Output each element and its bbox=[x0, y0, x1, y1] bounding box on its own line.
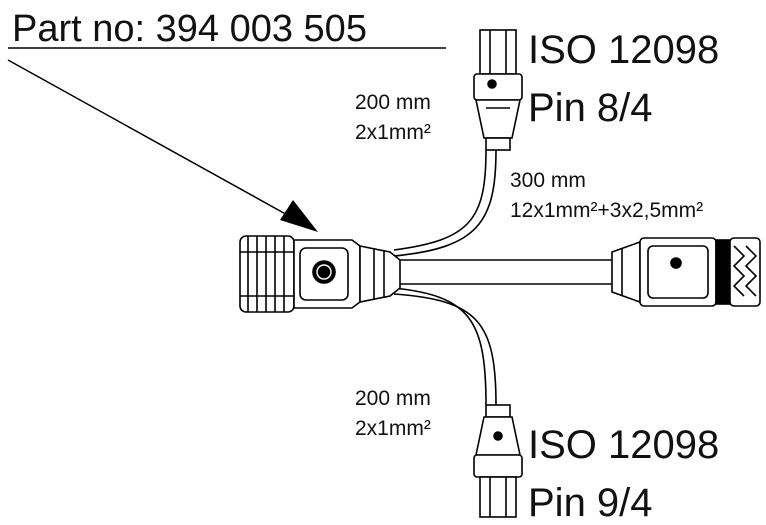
lower-branch-cable bbox=[393, 287, 497, 406]
top-connector-pin: Pin 8/4 bbox=[528, 86, 653, 130]
main-plug bbox=[239, 235, 401, 313]
bottom-connector-pin: Pin 9/4 bbox=[528, 481, 653, 525]
main-cable-length: 300 mm bbox=[510, 169, 586, 192]
part-number-label: Part no: 394 003 505 bbox=[12, 8, 367, 50]
main-cable-cross-section: 12x1mm²+3x2,5mm² bbox=[510, 199, 704, 222]
main-cable bbox=[390, 259, 612, 285]
bottom-connector-standard: ISO 12098 bbox=[528, 423, 720, 467]
upper-branch-cable bbox=[393, 149, 497, 257]
top-connector bbox=[473, 29, 523, 151]
bottom-branch-length: 200 mm bbox=[355, 387, 431, 410]
top-branch-cross-section: 2x1mm² bbox=[355, 121, 431, 144]
part-number-leader bbox=[7, 47, 446, 232]
bottom-connector bbox=[473, 404, 523, 518]
top-branch-length: 200 mm bbox=[355, 91, 431, 114]
right-connector bbox=[611, 237, 761, 307]
top-connector-standard: ISO 12098 bbox=[528, 28, 720, 72]
bottom-branch-cross-section: 2x1mm² bbox=[355, 417, 431, 440]
